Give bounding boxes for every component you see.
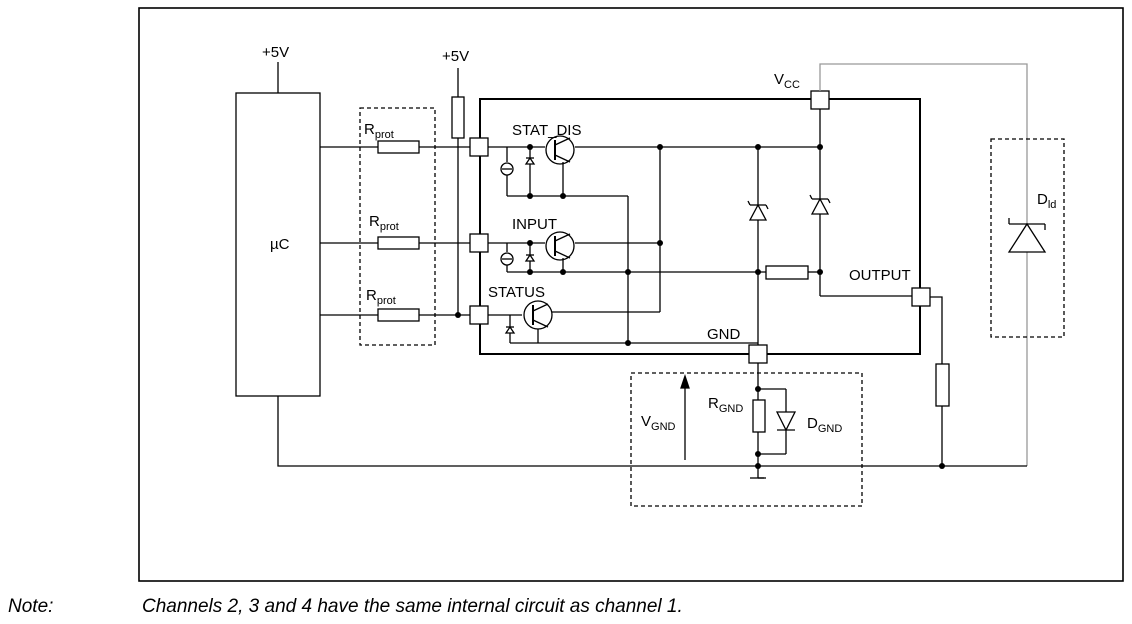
label-plus5v-uc: +5V <box>262 44 289 61</box>
label-stat-dis: STAT_DIS <box>512 122 581 139</box>
label-dgnd: DGND <box>807 415 842 435</box>
gnd-network-box <box>630 372 863 507</box>
rgnd-resistor <box>752 399 766 433</box>
label-rprot-3: Rprot <box>366 287 396 307</box>
dgnd-diode <box>775 411 797 432</box>
label-output: OUTPUT <box>849 267 911 284</box>
pin-gnd <box>748 344 768 364</box>
pin-status <box>469 305 489 325</box>
label-vgnd: VGND <box>641 413 676 433</box>
label-plus5v-pullup: +5V <box>442 48 469 65</box>
ic-body <box>479 98 921 355</box>
rprot-resistor-3 <box>377 308 420 322</box>
ground-return-wire <box>277 396 1027 467</box>
load-diode-box <box>990 138 1065 338</box>
zener-diode-2 <box>810 197 830 215</box>
output-load-resistor <box>935 363 950 407</box>
transistor-stat-dis <box>545 135 575 165</box>
pin-input <box>469 233 489 253</box>
label-uc: µC <box>270 236 290 253</box>
transistor-input <box>545 231 575 261</box>
rprot-resistor-2 <box>377 236 420 250</box>
rprot-resistor-1 <box>377 140 420 154</box>
load-diode <box>1007 222 1047 253</box>
label-rprot-1: Rprot <box>364 121 394 141</box>
label-input: INPUT <box>512 216 557 233</box>
pullup-resistor <box>451 96 465 139</box>
transistor-status <box>523 300 553 330</box>
vcc-supply-wire <box>819 63 1028 466</box>
note-text: Channels 2, 3 and 4 have the same intern… <box>142 596 683 617</box>
zener-diode-1 <box>748 203 768 221</box>
pin-stat-dis <box>469 137 489 157</box>
label-vcc: VCC <box>774 71 800 91</box>
label-rprot-2: Rprot <box>369 213 399 233</box>
pin-vcc <box>810 90 830 110</box>
label-dld: Dld <box>1037 191 1056 211</box>
pin-output <box>911 287 931 307</box>
junction-dots <box>455 144 945 469</box>
rprot-group-box <box>359 107 436 346</box>
label-gnd: GND <box>707 326 741 343</box>
label-rgnd: RGND <box>708 395 743 415</box>
note-label: Note: <box>8 596 54 617</box>
output-internal-resistor <box>765 265 809 280</box>
outer-frame <box>138 7 1124 582</box>
label-status: STATUS <box>488 284 545 301</box>
